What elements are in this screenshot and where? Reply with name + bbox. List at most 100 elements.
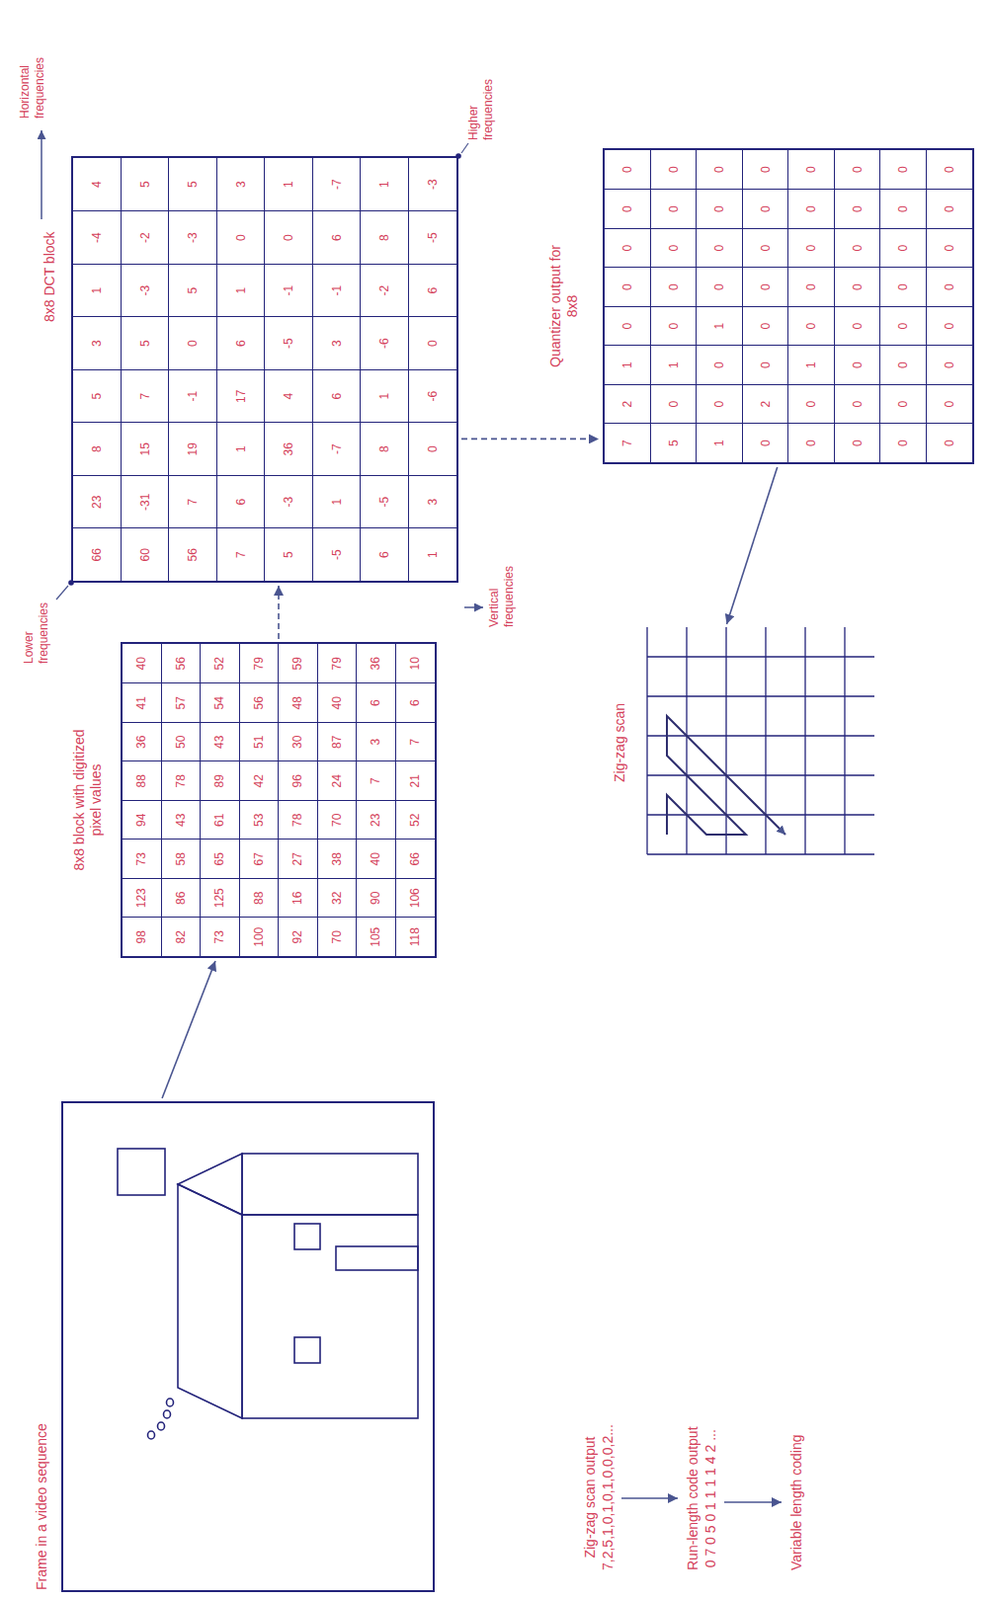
matrix-cell: 27 xyxy=(278,839,319,880)
matrix-cell: 86 xyxy=(162,878,202,918)
grid-line xyxy=(843,627,845,855)
matrix-cell: 0 xyxy=(926,150,974,190)
matrix-cell: -4 xyxy=(73,211,122,265)
horizontal-arrow xyxy=(40,130,43,220)
matrix-cell: 43 xyxy=(200,722,241,762)
zigzag-path xyxy=(666,716,786,835)
matrix-cell: 125 xyxy=(200,878,241,918)
vertical-arrow xyxy=(464,606,484,609)
matrix-cell: 5 xyxy=(121,158,170,212)
matrix-cell: 54 xyxy=(200,683,241,724)
matrix-cell: 15 xyxy=(121,422,170,477)
house-door xyxy=(335,1246,418,1271)
matrix-cell: 0 xyxy=(834,267,882,308)
matrix-cell: 0 xyxy=(217,211,266,265)
zigzag-grid xyxy=(647,627,875,855)
matrix-cell: 38 xyxy=(318,839,358,880)
matrix-cell: 70 xyxy=(318,800,358,840)
matrix-cell: 0 xyxy=(604,267,652,308)
grid-line xyxy=(804,627,806,855)
matrix-cell: 78 xyxy=(162,761,202,802)
matrix-cell: 2 xyxy=(742,384,790,424)
house-end-wall xyxy=(242,1154,418,1216)
matrix-cell: 1 xyxy=(313,475,362,529)
matrix-cell: 17 xyxy=(217,369,266,423)
house-gable xyxy=(177,1154,243,1216)
matrix-cell: 6 xyxy=(313,369,362,423)
matrix-cell: 0 xyxy=(880,267,927,308)
matrix-cell: 66 xyxy=(396,839,436,880)
matrix-cell: -31 xyxy=(121,475,170,529)
matrix-cell: 21 xyxy=(396,761,436,802)
run-length-output: Run-length code output0 7 0 5 0 1 1 1 1 … xyxy=(681,1424,722,1573)
matrix-cell: 4 xyxy=(264,369,314,423)
matrix-cell: 53 xyxy=(240,800,280,840)
matrix-cell: 0 xyxy=(409,422,458,477)
matrix-cell: 0 xyxy=(742,150,790,190)
matrix-cell: 106 xyxy=(396,878,436,918)
matrix-cell: 123 xyxy=(122,878,163,918)
matrix-cell: 6 xyxy=(217,317,266,371)
matrix-cell: 94 xyxy=(122,800,163,840)
matrix-cell: -2 xyxy=(360,263,410,318)
matrix-cell: 66 xyxy=(73,528,122,582)
matrix-cell: 0 xyxy=(834,306,882,346)
axis-label: Higher frequencies xyxy=(466,59,496,141)
matrix-cell: 0 xyxy=(834,189,882,230)
smoke-puff xyxy=(166,1399,174,1407)
block-heading: Zig-zag scan xyxy=(611,703,629,783)
step-title: Zig-zag scan output xyxy=(580,1422,599,1573)
matrix-cell: -5 xyxy=(313,528,362,582)
matrix-cell: 56 xyxy=(168,528,218,582)
matrix-cell: 40 xyxy=(122,644,163,684)
block-heading: 8x8 DCT block xyxy=(41,231,59,323)
matrix-cell: 0 xyxy=(926,189,974,230)
matrix-cell: 0 xyxy=(651,150,698,190)
matrix-cell: 51 xyxy=(240,722,280,762)
matrix-cell: 0 xyxy=(788,306,835,346)
matrix-cell: 24 xyxy=(318,761,358,802)
house-wall xyxy=(242,1215,418,1419)
matrix-cell: 73 xyxy=(200,917,241,958)
matrix-cell: -1 xyxy=(313,263,362,318)
matrix-cell: 7 xyxy=(356,761,397,802)
matrix-cell: 52 xyxy=(396,800,436,840)
matrix-cell: 0 xyxy=(604,228,652,268)
matrix-cell: 60 xyxy=(121,528,170,582)
matrix-cell: 98 xyxy=(122,917,163,958)
axis-label: Vertical frequencies xyxy=(487,546,517,628)
grid-line xyxy=(647,695,875,697)
matrix-cell: 1 xyxy=(409,528,458,582)
matrix-cell: 0 xyxy=(926,384,974,424)
matrix-cell: 0 xyxy=(696,228,743,268)
matrix-cell: 6 xyxy=(356,683,397,724)
matrix-cell: -5 xyxy=(264,317,314,371)
matrix-cell: -6 xyxy=(360,317,410,371)
matrix-cell: 67 xyxy=(240,839,280,880)
matrix-cell: 0 xyxy=(788,423,835,464)
matrix-cell: 0 xyxy=(651,189,698,230)
matrix-cell: 6 xyxy=(360,528,410,582)
matrix-cell: 79 xyxy=(240,644,280,684)
flow-arrow xyxy=(461,438,599,441)
matrix-cell: 89 xyxy=(200,761,241,802)
step-title: Run-length code output xyxy=(683,1424,702,1573)
matrix-cell: 0 xyxy=(834,228,882,268)
video-frame: Frame in a video sequence xyxy=(61,1101,435,1593)
matrix-cell: -6 xyxy=(409,369,458,423)
matrix-cell: 0 xyxy=(834,150,882,190)
matrix-cell: 6 xyxy=(313,211,362,265)
matrix-cell: 56 xyxy=(240,683,280,724)
matrix-cell: 1 xyxy=(264,158,314,212)
matrix-cell: 0 xyxy=(788,267,835,308)
matrix-cell: 0 xyxy=(696,189,743,230)
matrix-cell: 0 xyxy=(834,384,882,424)
matrix-cell: 88 xyxy=(122,761,163,802)
matrix-cell: 70 xyxy=(318,917,358,958)
matrix-cell: 1 xyxy=(360,158,410,212)
matrix-cell: 4 xyxy=(73,158,122,212)
matrix-cell: 0 xyxy=(742,345,790,386)
flow-arrow xyxy=(621,1497,678,1500)
axis-label: Lower frequencies xyxy=(21,582,52,664)
matrix-cell: 0 xyxy=(834,423,882,464)
